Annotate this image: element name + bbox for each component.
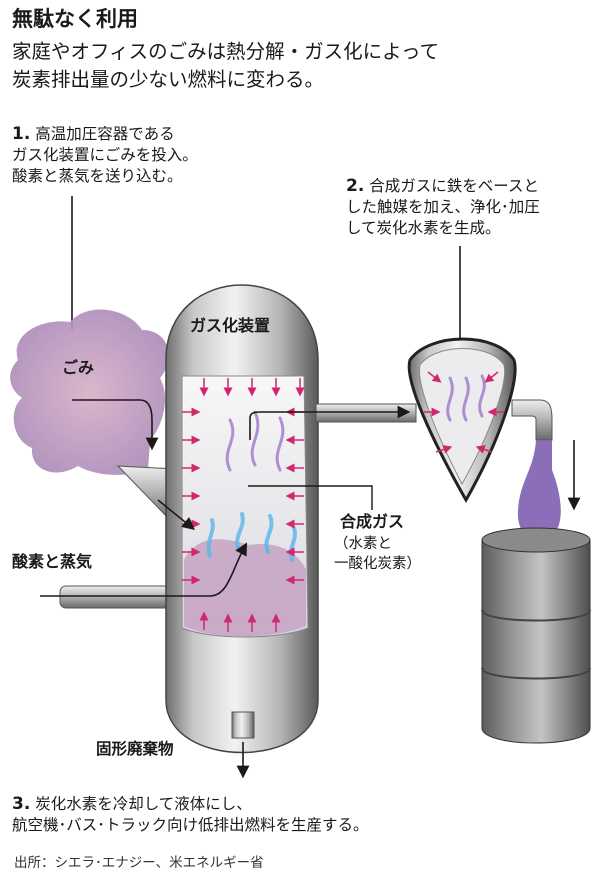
reactor-outlet-pipe [511, 399, 553, 441]
page-title: 無駄なく利用 [12, 7, 138, 31]
reactor-arrows [424, 371, 504, 454]
syngas-leader-line [248, 485, 373, 510]
step-1-text: 高温加圧容器である ガス化装置にごみを投入。 酸素と蒸気を送り込む。 [12, 125, 198, 185]
drum-rib-lower [481, 667, 591, 680]
syngas-note: （水素と 一酸化炭素） [334, 536, 421, 572]
drum-top [481, 527, 591, 553]
syngas-label: 合成ガス [340, 512, 405, 531]
source-note: 出所：シエラ･エナジー、米エネルギー省 [14, 855, 264, 871]
gas-wisps [225, 410, 285, 472]
pressure-arrows [182, 378, 305, 632]
step-2-text: 合成ガスに鉄をベースと した触媒を加え、浄化･加圧 して炭化水素を生成。 [346, 177, 540, 237]
syngas-out-arrow [249, 405, 411, 440]
reactor-wisps [446, 374, 486, 422]
chute-arrow [157, 499, 195, 531]
gasifier-label: ガス化装置 [190, 316, 271, 335]
drum-rib-upper [481, 609, 591, 622]
fuel-drum [481, 539, 591, 744]
garbage-cloud [10, 309, 169, 475]
step-3-text: 炭化水素を冷却して液体にし、 航空機･バス･トラック向け低排出燃料を生産する。 [12, 795, 369, 834]
waste-heap [184, 539, 306, 637]
step-2-number: 2. [346, 176, 365, 196]
liquid-fuel [517, 440, 561, 541]
page-subtitle: 家庭やオフィスのごみは熱分解・ガス化によって 炭素排出量の少ない燃料に変わる。 [12, 40, 440, 91]
step-2-caption: 2. 合成ガスに鉄をベースと した触媒を加え、浄化･加圧 して炭化水素を生成。 [346, 176, 540, 239]
step-1-caption: 1. 高温加圧容器である ガス化装置にごみを投入。 酸素と蒸気を送り込む。 [12, 124, 198, 187]
step-3-caption: 3. 炭化水素を冷却して液体にし、 航空機･バス･トラック向け低排出燃料を生産す… [12, 794, 369, 836]
step-3-number: 3. [12, 794, 31, 814]
step-1-number: 1. [12, 124, 31, 144]
garbage-in-arrow [72, 399, 159, 451]
bottom-outlet [231, 711, 255, 739]
oxygen-in-arrow [40, 542, 248, 597]
reactor-interior [418, 348, 506, 486]
solid-waste-label: 固形廃棄物 [96, 740, 174, 758]
syngas-pipe [315, 403, 417, 423]
oxygen-steam-label: 酸素と蒸気 [12, 552, 93, 571]
garbage-label: ごみ [62, 358, 95, 377]
